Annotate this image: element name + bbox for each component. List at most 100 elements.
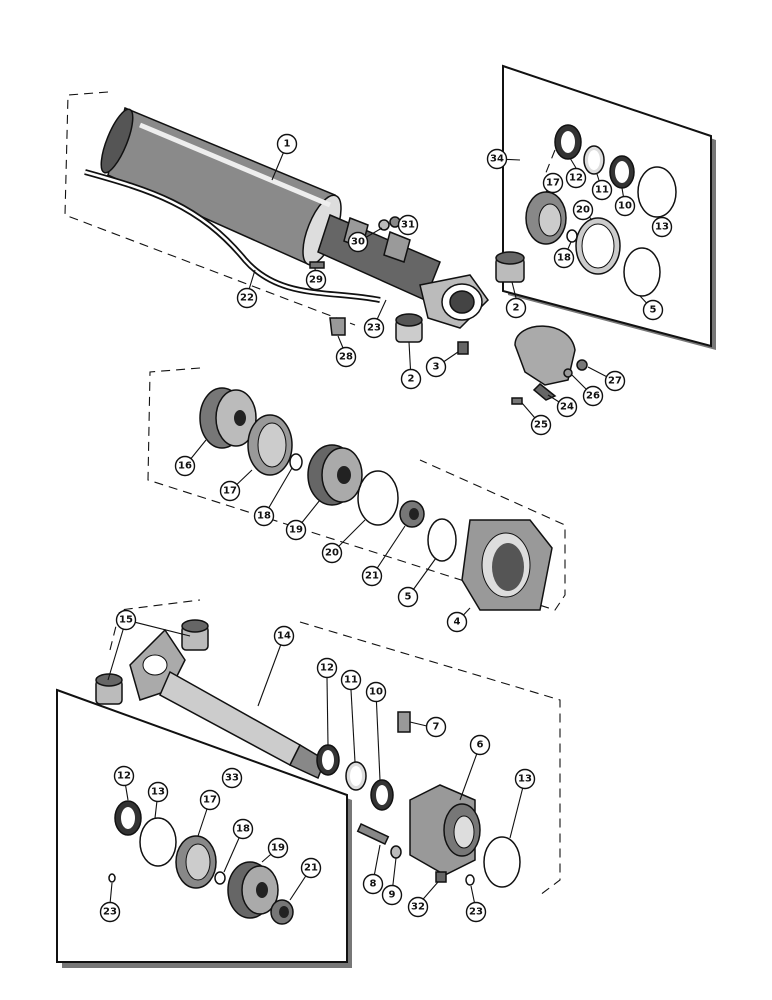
callout-13-kit[interactable]: 13 [147,781,169,803]
svg-text:19: 19 [289,525,303,536]
svg-text:18: 18 [257,511,271,522]
tube-clip [329,317,346,336]
svg-text:20: 20 [576,205,590,216]
rod-clip [397,711,411,733]
callout-23-lower[interactable]: 23 [465,901,487,923]
callout-19-middle[interactable]: 19 [285,519,307,541]
svg-text:23: 23 [103,907,117,918]
bushing-upper [495,251,525,283]
callout-27[interactable]: 27 [604,370,626,392]
callout-12-upper[interactable]: 12 [565,167,587,189]
svg-text:3: 3 [433,362,440,373]
svg-text:2: 2 [408,374,415,385]
callout-1[interactable]: 1 [276,133,298,155]
svg-text:29: 29 [309,275,323,286]
svg-text:18: 18 [557,253,571,264]
svg-text:25: 25 [534,420,548,431]
callout-2-upper[interactable]: 2 [505,297,527,319]
callout-20-middle[interactable]: 20 [321,542,343,564]
svg-text:11: 11 [595,185,609,196]
callout-17-upper[interactable]: 17 [542,172,564,194]
callout-18-upper[interactable]: 18 [553,247,575,269]
callout-2-lower[interactable]: 2 [400,368,422,390]
guide-hardware [356,823,475,886]
callout-13-upper[interactable]: 13 [651,216,673,238]
callout-18-middle[interactable]: 18 [253,505,275,527]
svg-text:12: 12 [320,663,334,674]
svg-text:13: 13 [655,222,669,233]
callout-25[interactable]: 25 [530,414,552,436]
svg-text:2: 2 [513,303,520,314]
callout-11-lower[interactable]: 11 [340,669,362,691]
svg-text:6: 6 [477,740,484,751]
callout-6[interactable]: 6 [469,734,491,756]
callout-21-middle[interactable]: 21 [361,565,383,587]
callout-18-kit[interactable]: 18 [232,818,254,840]
callout-33[interactable]: 33 [221,767,243,789]
callout-24[interactable]: 24 [556,396,578,418]
callout-31[interactable]: 31 [397,214,419,236]
callout-16[interactable]: 16 [174,455,196,477]
callout-5-middle[interactable]: 5 [397,586,419,608]
svg-text:19: 19 [271,843,285,854]
svg-text:28: 28 [339,352,353,363]
callout-29[interactable]: 29 [305,269,327,291]
callout-3[interactable]: 3 [425,356,447,378]
callout-26[interactable]: 26 [582,385,604,407]
callout-12-lower[interactable]: 12 [316,657,338,679]
rod-eye-bushings [95,619,209,705]
callout-9[interactable]: 9 [381,884,403,906]
callout-23-kit[interactable]: 23 [99,901,121,923]
callout-10-lower[interactable]: 10 [365,681,387,703]
kit-panel-33 [56,688,352,968]
callout-10-upper[interactable]: 10 [614,195,636,217]
callout-11-upper[interactable]: 11 [591,179,613,201]
svg-text:8: 8 [370,879,377,890]
o-ring-small [289,453,303,471]
svg-text:16: 16 [178,461,192,472]
callout-5-upper[interactable]: 5 [642,299,664,321]
callout-17-middle[interactable]: 17 [219,480,241,502]
svg-text:17: 17 [546,178,560,189]
callout-32[interactable]: 32 [407,896,429,918]
callout-8[interactable]: 8 [362,873,384,895]
callout-34[interactable]: 34 [486,148,508,170]
svg-text:34: 34 [490,154,504,165]
kit34-seals [525,124,677,297]
barrel-eye [419,274,489,329]
callout-17-kit[interactable]: 17 [199,789,221,811]
svg-text:13: 13 [518,774,532,785]
callout-7[interactable]: 7 [425,716,447,738]
callout-28[interactable]: 28 [335,346,357,368]
callout-30[interactable]: 30 [347,231,369,253]
svg-text:9: 9 [389,890,396,901]
svg-text:21: 21 [304,863,318,874]
callout-15[interactable]: 15 [115,609,137,631]
rod-guide [409,784,481,876]
barrel-end-block [317,213,441,302]
svg-text:24: 24 [560,402,574,413]
svg-text:15: 15 [119,615,133,626]
svg-text:23: 23 [367,323,381,334]
callout-12-kit[interactable]: 12 [113,765,135,787]
gland-flange [461,519,553,611]
hydraulic-tube [84,169,381,303]
callout-22[interactable]: 22 [236,287,258,309]
callout-4[interactable]: 4 [446,611,468,633]
callout-21-kit[interactable]: 21 [300,857,322,879]
callout-23-upper[interactable]: 23 [363,317,385,339]
svg-text:18: 18 [236,824,250,835]
callout-19-kit[interactable]: 19 [267,837,289,859]
rod-seals [316,744,394,811]
clamp-hardware [511,359,588,405]
svg-text:10: 10 [369,687,383,698]
svg-text:26: 26 [586,391,600,402]
callout-20-upper[interactable]: 20 [572,199,594,221]
callout-14[interactable]: 14 [273,625,295,647]
retaining-ring [427,518,457,562]
kit33-seals [108,800,294,925]
callout-13-lower[interactable]: 13 [514,768,536,790]
piston [307,444,363,506]
